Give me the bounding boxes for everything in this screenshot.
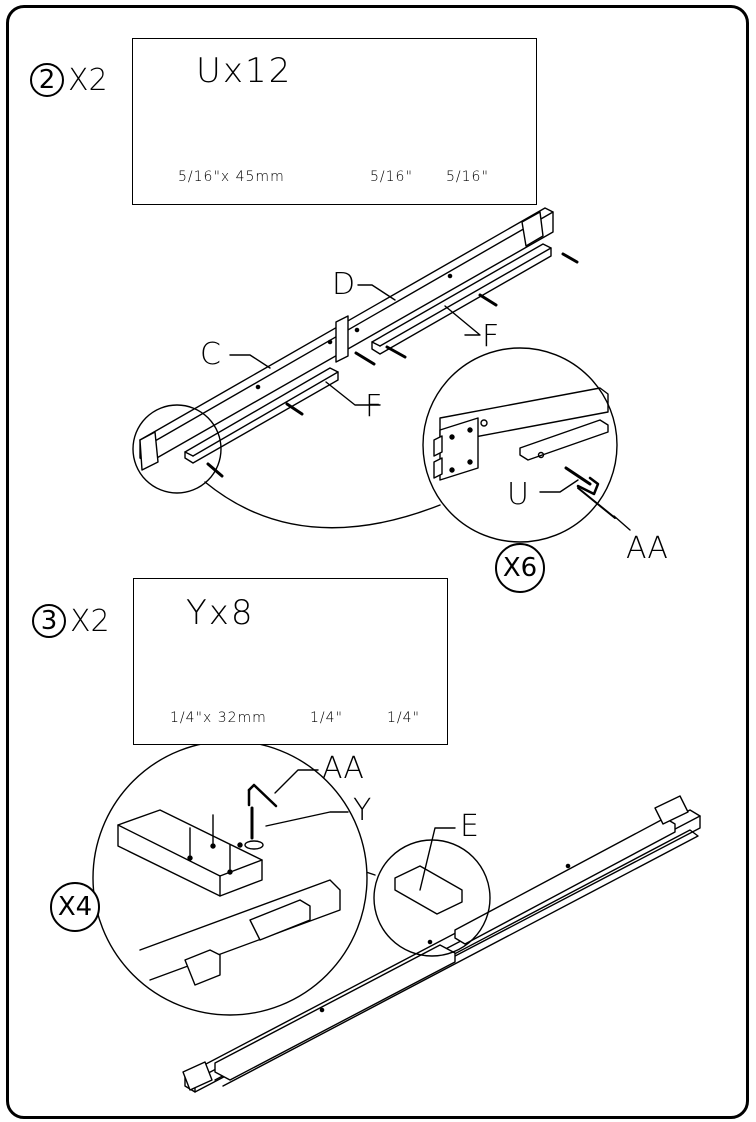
- step2-rail-assembly: [139, 207, 579, 478]
- step3-number-badge: 3: [32, 604, 66, 638]
- step2-bolt-label: 5/16"x 45mm: [178, 169, 285, 185]
- page-frame: [6, 5, 749, 1119]
- step3-hardware-box: [133, 578, 448, 745]
- step3-callout-y: Y: [353, 793, 372, 828]
- step2-callout-f-lower: F: [365, 389, 383, 424]
- step2-zoom-source-circle: [132, 404, 222, 494]
- step2-multiplier: X2: [68, 63, 108, 98]
- step2-callout-d: D: [332, 267, 356, 302]
- step2-hardware-box: [132, 38, 537, 205]
- step2-callout-c: C: [200, 337, 221, 372]
- step2-hardware-title: Ux12: [196, 51, 293, 91]
- step2-flat-washer-label: 5/16": [446, 169, 489, 185]
- step3-detail-multiplier: X4: [57, 892, 93, 922]
- step2-callout-aa: AA: [626, 531, 668, 566]
- step2-callout-lines: [229, 284, 631, 531]
- step3-multiplier: X2: [70, 604, 110, 639]
- step2-detail-multiplier: X6: [502, 553, 538, 583]
- step3-callout-e: E: [460, 809, 479, 844]
- step3-callout-lines: [265, 769, 456, 891]
- step3-flat-washer-label: 1/4": [387, 710, 420, 726]
- step3-bolt-label: 1/4"x 32mm: [170, 710, 267, 726]
- step3-number: 3: [40, 606, 58, 636]
- step3-callout-aa: AA: [322, 751, 364, 786]
- step3-detail-multiplier-badge: X4: [50, 882, 100, 932]
- step3-hardware-title: Yx8: [186, 593, 255, 633]
- step2-callout-u: U: [507, 477, 529, 512]
- step2-detail-multiplier-badge: X6: [495, 543, 545, 593]
- step2-number: 2: [38, 65, 56, 95]
- step2-lock-washer-label: 5/16": [370, 169, 413, 185]
- step3-detail-circle: [92, 740, 368, 1016]
- step3-lock-washer-label: 1/4": [310, 710, 343, 726]
- step2-detail-circle: [422, 347, 618, 543]
- step2-zoom-connector: [204, 481, 441, 529]
- step3-rail-assembly: [182, 795, 701, 1093]
- step2-number-badge: 2: [30, 63, 64, 97]
- step2-callout-f-upper: F: [482, 319, 500, 354]
